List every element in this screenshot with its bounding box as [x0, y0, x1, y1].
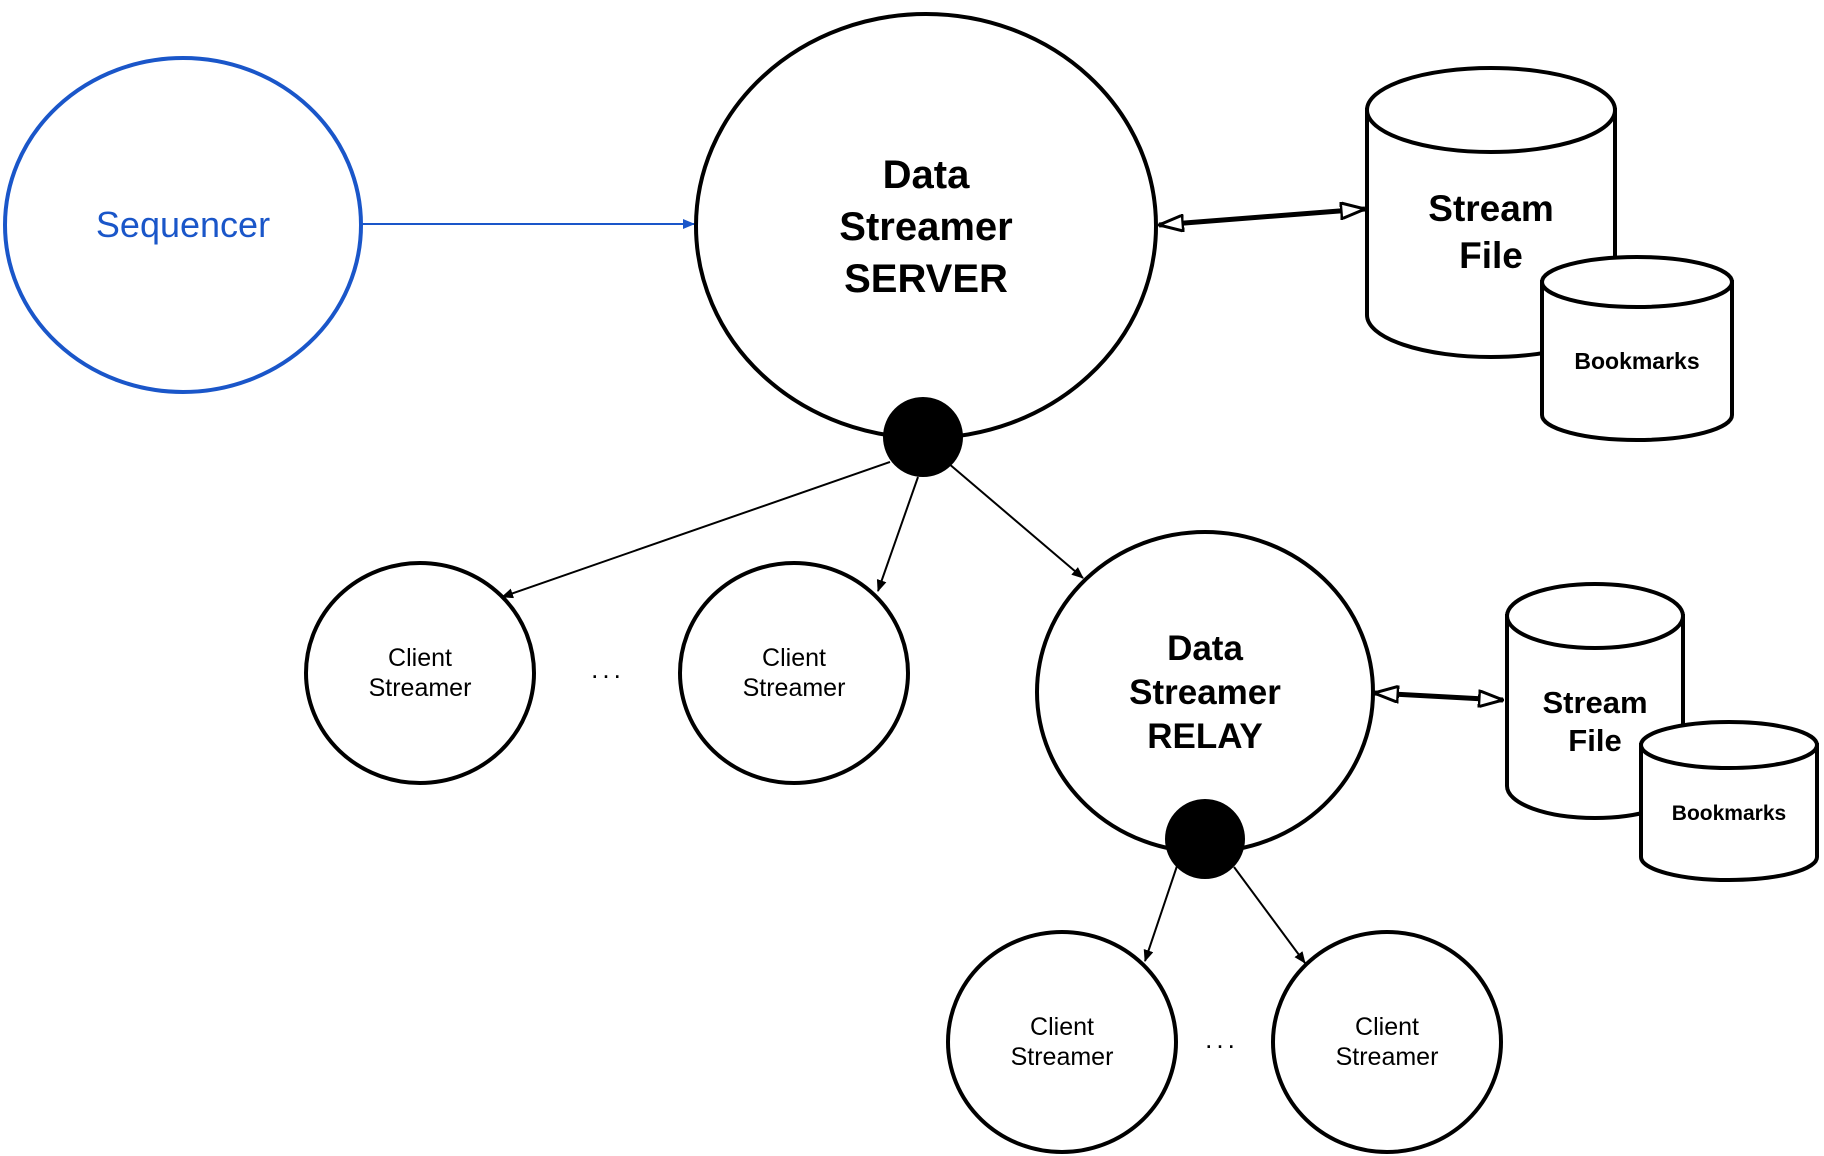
server-stream-file-label-2: File: [1459, 235, 1523, 276]
relay-label-line-3: RELAY: [1147, 717, 1262, 756]
server-clients-ellipsis: ...: [591, 654, 625, 684]
server-to-client-2-edge: [876, 476, 919, 592]
relay-to-client-1-edge: [1143, 865, 1178, 962]
client-streamer-node: Client Streamer: [304, 561, 536, 785]
relay-storage-edge: [1374, 693, 1503, 700]
sequencer-label: Sequencer: [96, 204, 270, 245]
client-label-line-1: Client: [1355, 1013, 1419, 1041]
relay-clients-ellipsis: ...: [1205, 1024, 1239, 1054]
relay-bookmarks-label: Bookmarks: [1672, 802, 1786, 825]
client-label-line-1: Client: [762, 644, 826, 672]
server-storage-edge: [1159, 209, 1365, 225]
client-label-line-2: Streamer: [743, 674, 846, 702]
relay-bookmarks-cylinder: Bookmarks: [1639, 720, 1819, 882]
data-streamer-relay-node: Data Streamer RELAY: [1035, 530, 1375, 854]
server-label-line-3: SERVER: [844, 257, 1008, 301]
server-label-line-1: Data: [883, 153, 970, 197]
client-streamer-node: Client Streamer: [678, 561, 910, 785]
relay-label-line-2: Streamer: [1129, 673, 1281, 712]
client-label-line-1: Client: [388, 644, 452, 672]
client-streamer-node: Client Streamer: [946, 930, 1178, 1154]
relay-label-line-1: Data: [1167, 629, 1243, 668]
client-streamer-node: Client Streamer: [1271, 930, 1503, 1154]
sequencer-node: Sequencer: [3, 56, 363, 394]
relay-stream-file-label-1: Stream: [1542, 685, 1647, 720]
relay-to-client-2-edge: [1233, 866, 1306, 964]
server-label-line-2: Streamer: [839, 205, 1012, 249]
relay-output-port: [1165, 799, 1245, 879]
data-streamer-server-node: Data Streamer SERVER: [694, 12, 1158, 440]
server-bookmarks-label: Bookmarks: [1574, 348, 1699, 374]
server-bookmarks-cylinder: Bookmarks: [1540, 255, 1734, 442]
server-to-client-1-edge: [501, 461, 891, 599]
server-to-relay-edge: [947, 462, 1084, 579]
client-label-line-2: Streamer: [1336, 1043, 1439, 1071]
client-label-line-2: Streamer: [1011, 1043, 1114, 1071]
client-label-line-1: Client: [1030, 1013, 1094, 1041]
server-output-port: [883, 397, 963, 477]
relay-stream-file-label-2: File: [1568, 723, 1621, 758]
server-stream-file-label-1: Stream: [1428, 188, 1553, 229]
client-label-line-2: Streamer: [369, 674, 472, 702]
